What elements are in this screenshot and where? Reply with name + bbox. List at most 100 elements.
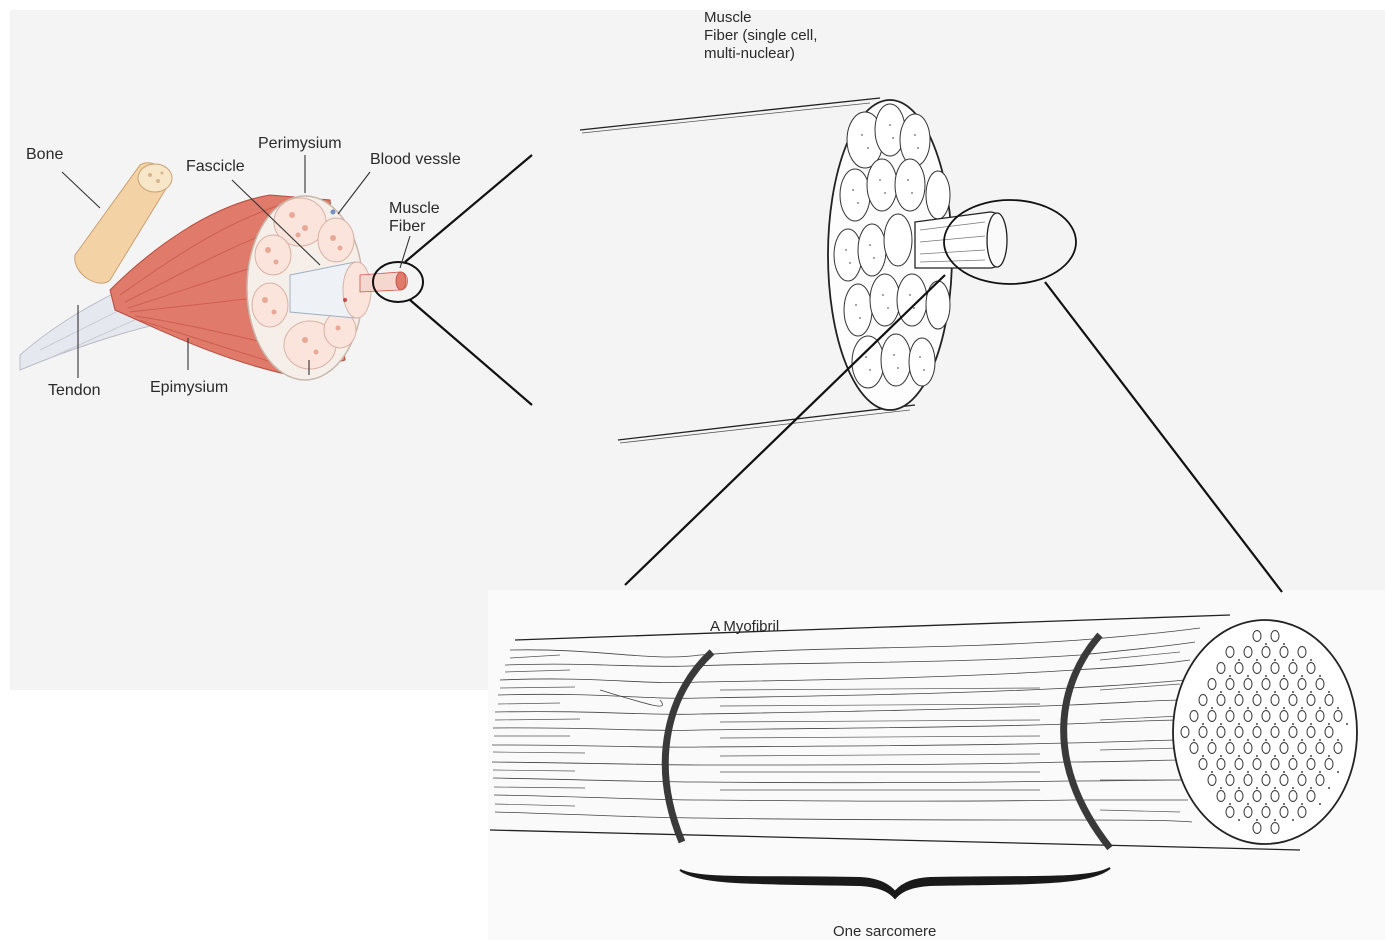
thin-filament-dot <box>1265 707 1267 709</box>
thin-filament-dot <box>1310 723 1312 725</box>
thin-filament-dot <box>1328 691 1330 693</box>
thin-filament-dot <box>1247 803 1249 805</box>
thin-filament-dot <box>1301 707 1303 709</box>
zoom-connectors-1 <box>405 155 532 405</box>
sarcomere-brace <box>680 868 1110 898</box>
thin-filament-dot <box>1193 739 1195 741</box>
muscle-fiber-cell-label-line3: multi-nuclear) <box>704 45 795 62</box>
thin-filament-dot <box>1256 723 1258 725</box>
muscle-fiber-small-label-line1: Muscle <box>389 200 440 218</box>
thin-filament-dot <box>1274 691 1276 693</box>
thin-filament-dot <box>1256 755 1258 757</box>
thin-filament-dot <box>1256 819 1258 821</box>
thin-filament-dot <box>1283 707 1285 709</box>
thin-filament-dot <box>1211 739 1213 741</box>
thin-filament-dot <box>1328 755 1330 757</box>
sarcomere-label: One sarcomere <box>833 923 936 940</box>
thin-filament-dot <box>1301 803 1303 805</box>
thin-filament-dot <box>1310 755 1312 757</box>
thin-filament-dot <box>1319 675 1321 677</box>
thin-filament-dot <box>1274 723 1276 725</box>
thin-filament-dot <box>1337 771 1339 773</box>
epimysium-label: Epimysium <box>150 379 228 397</box>
z-line-right <box>1064 635 1110 848</box>
thin-filament-dot <box>1328 787 1330 789</box>
thin-filament-dot <box>1256 659 1258 661</box>
myofibril-illustration <box>490 615 1357 898</box>
thin-filament-dot <box>1202 755 1204 757</box>
whole-muscle-illustration <box>20 155 423 380</box>
thin-filament-dot <box>1220 691 1222 693</box>
thin-filament-dot <box>1292 819 1294 821</box>
thin-filament-dot <box>1211 771 1213 773</box>
thin-filament-dot <box>1256 691 1258 693</box>
thin-filament-dot <box>1229 739 1231 741</box>
myofilament-lines <box>492 628 1200 822</box>
bone-label: Bone <box>26 146 63 164</box>
thin-filament-dot <box>1265 675 1267 677</box>
thin-filament-dot <box>1274 819 1276 821</box>
thin-filament-dot <box>1256 787 1258 789</box>
zoom-connectors-2 <box>625 275 1282 592</box>
thin-filament-dot <box>1238 659 1240 661</box>
thin-filament-dot <box>1238 755 1240 757</box>
thin-filament-dot <box>1238 723 1240 725</box>
tendon-label: Tendon <box>48 382 101 400</box>
thin-filament-dot <box>1220 723 1222 725</box>
thin-filament-dot <box>1319 771 1321 773</box>
thin-filament-dot <box>1310 659 1312 661</box>
muscle-fiber-cell-label-line2: Fiber (single cell, <box>704 27 817 44</box>
thin-filament-dot <box>1211 707 1213 709</box>
thin-filament-dot <box>1301 739 1303 741</box>
thin-filament-dot <box>1337 707 1339 709</box>
thin-filament-dot <box>1310 787 1312 789</box>
thin-filament-dot <box>1220 755 1222 757</box>
thin-filament-dot <box>1220 787 1222 789</box>
thin-filament-dot <box>1274 755 1276 757</box>
thin-filament-dot <box>1292 787 1294 789</box>
thin-filament-dot <box>1301 771 1303 773</box>
thin-filament-dot <box>1274 659 1276 661</box>
muscle-fiber-cell-label-line1: Muscle <box>704 9 752 26</box>
myofibril-label: A Myofibril <box>710 618 779 635</box>
thin-filament-dot <box>1301 675 1303 677</box>
thin-filament-dot <box>1265 739 1267 741</box>
thin-filament-dot <box>1229 675 1231 677</box>
thin-filament-dot <box>1229 707 1231 709</box>
thin-filament-dot <box>1292 691 1294 693</box>
thin-filament-dot <box>1247 771 1249 773</box>
muscle-fiber-cell-illustration <box>580 98 1076 443</box>
thin-filament-dot <box>1292 755 1294 757</box>
thin-filament-dot <box>1265 771 1267 773</box>
thin-filament-dot <box>1346 723 1348 725</box>
thin-filament-dot <box>1202 723 1204 725</box>
thin-filament-dot <box>1247 707 1249 709</box>
thin-filament-dot <box>1238 787 1240 789</box>
thin-filament-dot <box>1319 707 1321 709</box>
thin-filament-dot <box>1238 819 1240 821</box>
thin-filament-dot <box>1337 739 1339 741</box>
thin-filament-dot <box>1229 771 1231 773</box>
blood-vessel-label: Blood vessle <box>370 151 461 169</box>
thin-filament-dot <box>1292 723 1294 725</box>
thin-filament-dot <box>1265 643 1267 645</box>
thin-filament-dot <box>1292 659 1294 661</box>
fascicle-label: Fascicle <box>186 158 245 176</box>
thin-filament-dot <box>1238 691 1240 693</box>
thin-filament-dot <box>1265 803 1267 805</box>
thin-filament-dot <box>1283 675 1285 677</box>
thin-filament-dot <box>1283 739 1285 741</box>
thin-filament-dot <box>1283 771 1285 773</box>
perimysium-label: Perimysium <box>258 135 342 153</box>
muscle-fiber-small-label-line2: Fiber <box>389 218 425 236</box>
thin-filament-dot <box>1310 691 1312 693</box>
thin-filament-dot <box>1247 675 1249 677</box>
thin-filament-dot <box>1274 787 1276 789</box>
thin-filament-dot <box>1283 643 1285 645</box>
thin-filament-dot <box>1229 803 1231 805</box>
thin-filament-dot <box>1319 739 1321 741</box>
myofibril-cross-section <box>1173 620 1357 844</box>
thin-filament-dot <box>1328 723 1330 725</box>
thin-filament-dot <box>1283 803 1285 805</box>
